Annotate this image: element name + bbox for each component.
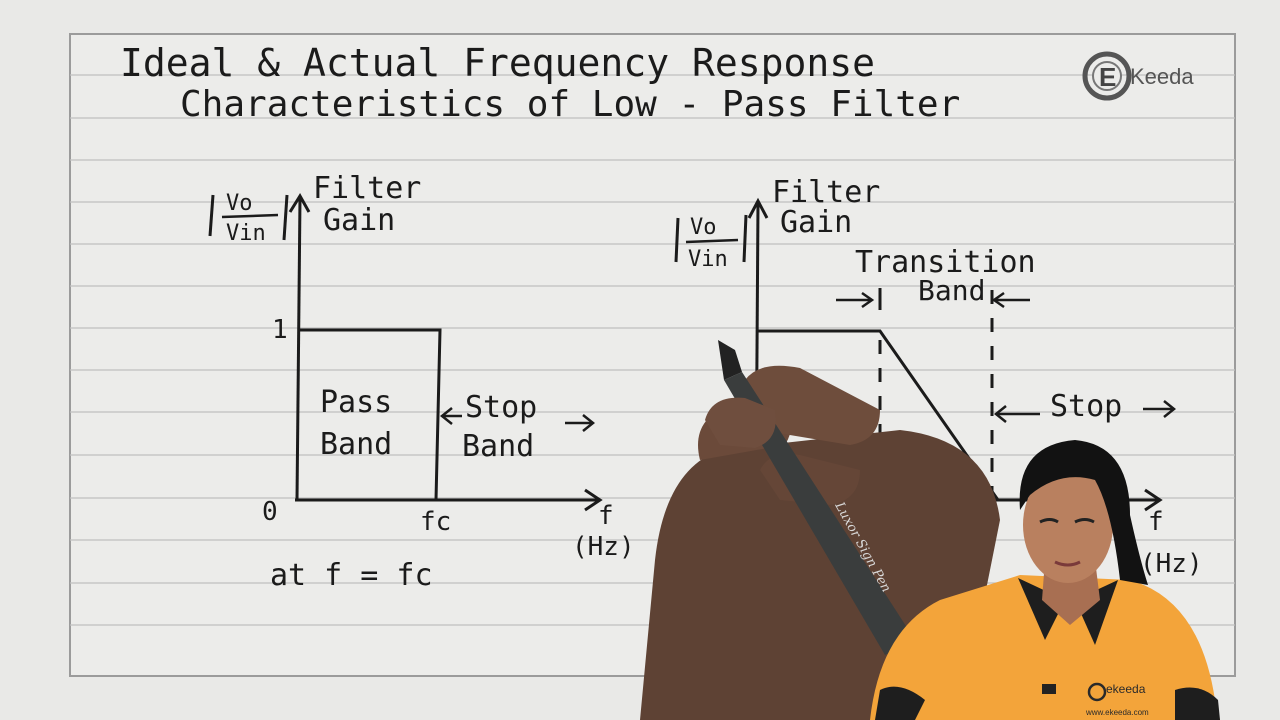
- ideal-ratio-bottom: Vin: [226, 221, 266, 246]
- shirt-url-text: www.ekeeda.com: [1085, 708, 1149, 717]
- ideal-gain-label: Gain: [323, 203, 395, 238]
- ekeeda-logo: E Keeda: [1082, 51, 1194, 101]
- ideal-response-graph: Vo Vin Filter Gain 1 0 Pass Band Stop Ba…: [208, 171, 635, 593]
- ekeeda-logo-icon: [1082, 51, 1132, 101]
- presenter: ekeeda www.ekeeda.com: [870, 440, 1220, 720]
- ideal-stop-label: Stop: [465, 390, 537, 425]
- transition-label: Transition: [855, 245, 1036, 280]
- shirt-logo-icon: [1087, 682, 1107, 702]
- logo-text: Keeda: [1130, 64, 1194, 89]
- ideal-note: at f = fc: [270, 558, 433, 593]
- hair: [1019, 440, 1148, 585]
- actual-hz-label: (Hz): [1140, 549, 1203, 579]
- ideal-fc-label: fc: [420, 507, 451, 537]
- actual-ratio-top: Vo: [690, 215, 717, 240]
- ideal-ratio-top: Vo: [226, 191, 253, 216]
- ideal-origin: 0: [262, 497, 278, 527]
- pass-band-line-1: Pass: [320, 385, 392, 420]
- actual-stop-label: Stop: [1050, 389, 1122, 424]
- shirt-logo-text: ekeeda: [1106, 682, 1146, 696]
- logo-letter: E: [1099, 62, 1116, 92]
- pass-band-line-2: Band: [320, 427, 392, 462]
- ideal-hz-label: (Hz): [572, 532, 635, 562]
- orange-shirt: [870, 575, 1220, 720]
- actual-ratio-bottom: Vin: [688, 247, 728, 272]
- actual-response-graph: Vo Vin Filter Gain Transition Band Stop …: [674, 175, 1203, 579]
- title-line-1: Ideal & Actual Frequency Response: [120, 41, 875, 85]
- face: [1023, 467, 1113, 583]
- ideal-f-label: f: [598, 501, 614, 531]
- lapel-mic: [1042, 684, 1056, 694]
- ideal-filter-label: Filter: [313, 171, 421, 206]
- actual-gain-label: Gain: [780, 205, 852, 240]
- actual-f-label: f: [1148, 507, 1164, 537]
- title-line-2: Characteristics of Low - Pass Filter: [180, 84, 960, 125]
- actual-filter-label: Filter: [772, 175, 880, 210]
- transition-band-label: Band: [918, 274, 985, 307]
- ideal-tick-one: 1: [272, 315, 288, 345]
- ideal-band-label: Band: [462, 429, 534, 464]
